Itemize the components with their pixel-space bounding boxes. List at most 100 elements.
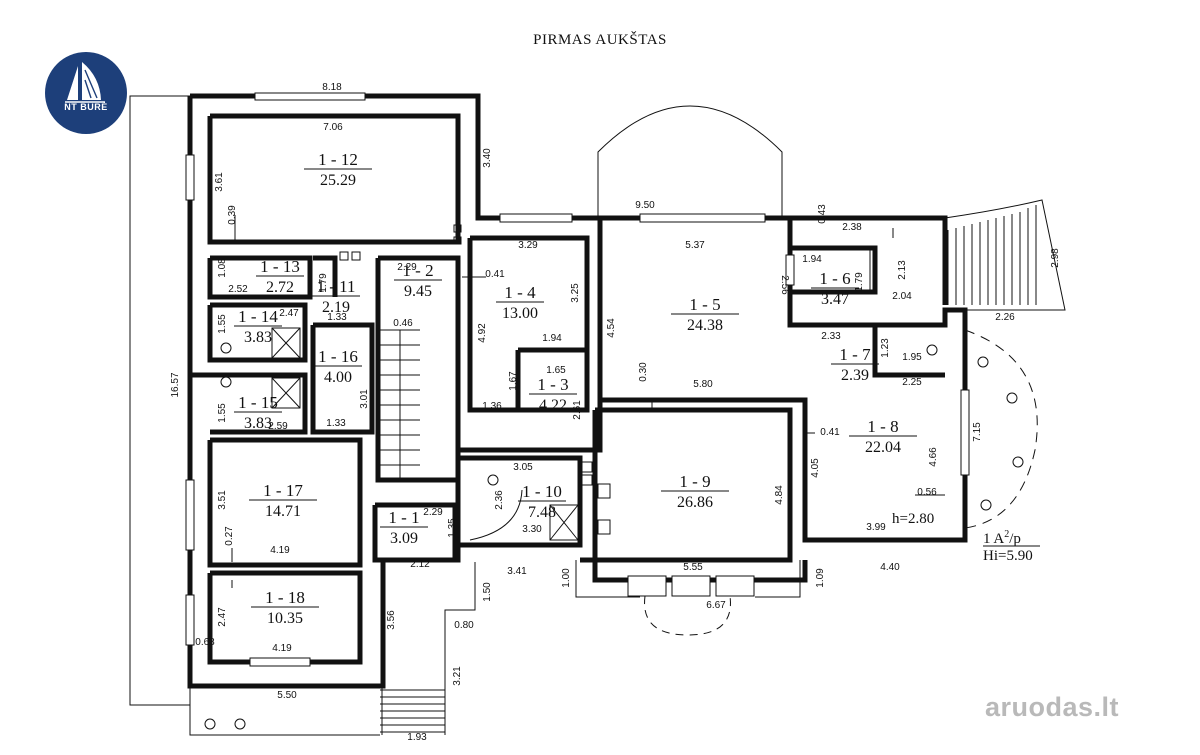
- dimension-label: 2.98: [1050, 248, 1061, 268]
- room-label: 1 - 107.48: [518, 482, 566, 521]
- dimension-label: 2.12: [410, 559, 430, 570]
- dimension-label: 2.26: [995, 312, 1015, 323]
- dimension-label: 4.19: [270, 545, 290, 556]
- dimension-label: 0.39: [227, 205, 238, 225]
- room-label: 1 - 9 26.86: [661, 472, 729, 511]
- room-area: 4.22: [539, 397, 567, 414]
- dimension-label: 1.33: [326, 418, 346, 429]
- dimension-label: 2.59: [268, 421, 288, 432]
- room-id: 1 - 8: [867, 417, 898, 436]
- room-id: 1 - 14: [238, 307, 278, 326]
- room-id: 1 - 12: [318, 150, 358, 169]
- dimension-label: 0.68: [195, 637, 215, 648]
- dimension-label: 2.29: [397, 262, 417, 273]
- dimension-label: 5.50: [277, 690, 297, 701]
- dimension-label: 1.55: [217, 314, 228, 334]
- dimension-label: 1.65: [546, 365, 566, 376]
- room-id: 1 - 16: [318, 347, 358, 366]
- dimension-label: 2.29: [423, 507, 443, 518]
- dimension-label: 1.50: [482, 582, 493, 602]
- room-id: 1 - 9: [679, 472, 710, 491]
- room-id: 1 - 15: [238, 393, 278, 412]
- dimension-label: 4.84: [774, 485, 785, 505]
- dimension-label: 3.01: [359, 389, 370, 409]
- room-id: 1 - 13: [260, 257, 300, 276]
- dimension-label: 16.57: [170, 372, 181, 397]
- room-area: 3.09: [390, 530, 418, 547]
- dimension-label: 2.13: [897, 260, 908, 280]
- dimension-label: 1.79: [854, 272, 865, 292]
- dimension-label: 2.61: [572, 400, 583, 420]
- dimension-label: 1.95: [902, 352, 922, 363]
- dimension-label: 1.55: [217, 403, 228, 423]
- dimension-label: 0.43: [817, 204, 828, 224]
- dimension-label: 0.30: [638, 362, 649, 382]
- room-area: 26.86: [677, 494, 713, 511]
- dimension-label: 1.09: [815, 568, 826, 588]
- dimension-label: 4.54: [606, 318, 617, 338]
- height-note: h=2.80: [892, 511, 934, 527]
- room-label: 1 - 5 24.38: [671, 295, 739, 334]
- dimension-label: 3.25: [570, 283, 581, 303]
- room-label: 1 - 3 4.22: [529, 375, 577, 414]
- room-label: 1 - 8 22.04: [849, 417, 917, 456]
- dimension-label: 0.80: [454, 620, 474, 631]
- room-label: 1 - 132.72: [256, 257, 304, 296]
- dimension-label: 2.04: [892, 291, 912, 302]
- room-id: 1 - 2: [402, 261, 433, 280]
- room-id: 1 - 5: [689, 295, 720, 314]
- room-id: 1 - 11: [316, 277, 355, 296]
- dimension-label: 3.40: [482, 148, 493, 168]
- windows: [185, 92, 970, 667]
- dimension-label: 1.79: [318, 273, 329, 293]
- fixtures: [204, 224, 1024, 730]
- room-area: 22.04: [865, 439, 901, 456]
- room-label: 1 - 143.83: [234, 307, 282, 346]
- room-area: 14.71: [265, 503, 301, 520]
- company-logo: NT BURĖ: [45, 52, 127, 134]
- room-label: 1 - 413.00: [496, 283, 544, 322]
- hi-note: Hi=5.90: [983, 548, 1033, 564]
- room-label: 1 - 164.00: [314, 347, 362, 386]
- dimension-label: 4.19: [272, 643, 292, 654]
- dimension-label: 1.94: [542, 333, 562, 344]
- dimension-label: 2.36: [494, 490, 505, 510]
- room-id: 1 - 10: [522, 482, 562, 501]
- dimension-ticks: [231, 215, 945, 588]
- dimension-label: 3.41: [507, 566, 527, 577]
- room-id: 1 - 18: [265, 588, 305, 607]
- dimension-label: 0.41: [820, 427, 840, 438]
- dimension-label: 3.05: [513, 462, 533, 473]
- room-label: 1 - 29.45: [394, 261, 442, 300]
- dimension-label: 2.47: [217, 607, 228, 627]
- dimension-label: 6.67: [706, 600, 726, 611]
- dimension-label: 3.56: [386, 610, 397, 630]
- dimension-label: 3.21: [452, 666, 463, 686]
- dimension-label: 1.33: [327, 312, 347, 323]
- room-label: 1 - 63.47: [811, 269, 859, 308]
- level-note-superscript: 2: [1004, 529, 1009, 540]
- dimension-label: 4.66: [928, 447, 939, 467]
- plan-title: PIRMAS AUKŠTAS: [533, 32, 667, 48]
- dimension-label: 0.41: [485, 269, 505, 280]
- dimension-label: 2.38: [842, 222, 862, 233]
- dimension-label: 5.55: [683, 562, 703, 573]
- room-label: 1 - 153.83: [234, 393, 282, 432]
- room-area: 13.00: [502, 305, 538, 322]
- logo-text: NT BURĖ: [64, 102, 108, 112]
- room-area: 25.29: [320, 172, 356, 189]
- dimension-label: 3.51: [217, 490, 228, 510]
- dimension-label: 3.61: [214, 172, 225, 192]
- dimension-label: 0.56: [917, 487, 937, 498]
- dimension-label: 3.29: [518, 240, 538, 251]
- dimension-label: 2.33: [821, 331, 841, 342]
- watermark: aruodas.lt: [985, 692, 1120, 722]
- dimension-label: 2.56: [779, 275, 790, 295]
- room-id: 1 - 3: [537, 375, 568, 394]
- room-area: 24.38: [687, 317, 723, 334]
- dimension-label: 7.06: [323, 122, 343, 133]
- dimension-label: 1.36: [482, 401, 502, 412]
